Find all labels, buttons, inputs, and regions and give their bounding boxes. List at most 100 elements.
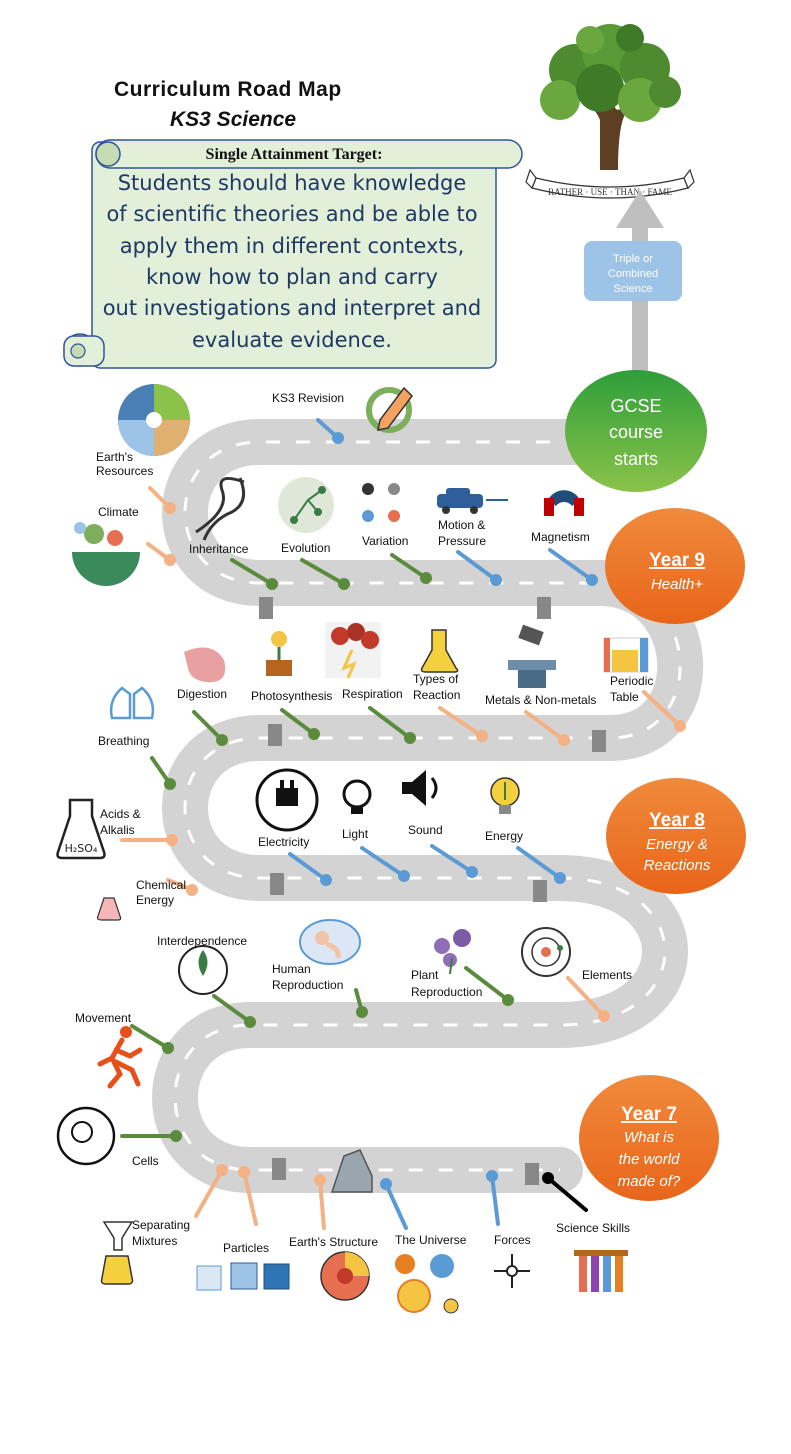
scroll-line-1: Students should have knowledge [118, 171, 467, 195]
label-sound: Sound [408, 823, 443, 837]
school-logo: RATHER · USE · THAN · FAME [525, 24, 695, 199]
page-title: Curriculum Road Map [114, 78, 342, 101]
topic-pins [120, 418, 686, 1230]
year-7-sub-1: What is [624, 1129, 675, 1146]
year-9-bubble: Year 9 Health+ [605, 508, 745, 624]
forces-icon [494, 1254, 530, 1288]
evolution-icon [278, 477, 334, 533]
plant-icon [266, 631, 292, 676]
gcse-line-2: course [609, 422, 663, 442]
label-electricity: Electricity [258, 835, 309, 849]
label-ks3-revision: KS3 Revision [272, 391, 344, 405]
lungs-icon [109, 686, 155, 720]
scroll-line-6: evaluate evidence. [192, 328, 392, 352]
year-7-sub-3: made of? [618, 1173, 681, 1190]
respiration-icon [325, 622, 381, 679]
gcse-line-3: starts [614, 449, 658, 469]
year-7-sub-2: the world [619, 1151, 681, 1168]
svg-text:H₂SO₄: H₂SO₄ [65, 842, 98, 855]
scroll-line-2: of scientific theories and be able to [106, 202, 477, 226]
label-separating-1: Separating [132, 1218, 190, 1232]
page-subtitle: KS3 Science [170, 108, 297, 131]
road [152, 419, 704, 1193]
year-8-sub-1: Energy & [646, 836, 708, 853]
chemical-energy-icon [96, 897, 122, 921]
label-separating-2: Mixtures [132, 1234, 177, 1248]
label-cells: Cells [132, 1154, 159, 1168]
universe-icon [395, 1254, 459, 1314]
label-evolution: Evolution [281, 541, 330, 555]
scroll-heading: Single Attainment Target: [206, 146, 383, 163]
label-digestion: Digestion [177, 687, 227, 701]
arrow-label-2: Combined [608, 268, 658, 280]
label-elements: Elements [582, 968, 632, 982]
climate-icon [72, 522, 140, 586]
year-8-bubble: Year 8 Energy & Reactions [606, 778, 746, 894]
label-acids-1: Acids & [100, 807, 141, 821]
label-energy: Energy [485, 829, 523, 843]
interdependence-icon [178, 945, 228, 995]
car-icon [437, 488, 508, 514]
label-plant-2: Reproduction [411, 985, 482, 999]
label-types-1: Types of [413, 672, 459, 686]
bike-lane-icons [259, 597, 606, 1185]
arrow-label-3: Science [613, 283, 652, 295]
label-photosynthesis: Photosynthesis [251, 689, 332, 703]
label-variation: Variation [362, 534, 408, 548]
particles-icon [196, 1262, 290, 1291]
label-periodic-2: Table [610, 690, 639, 704]
label-types-2: Reaction [413, 688, 460, 702]
flower-icon [434, 929, 471, 975]
energy-bulb-icon [490, 777, 520, 814]
label-light: Light [342, 827, 369, 841]
year-9-sub: Health+ [651, 576, 703, 593]
label-plant-1: Plant [411, 968, 439, 982]
stomach-icon [184, 647, 226, 683]
acid-flask-icon: H₂SO₄ [56, 798, 106, 860]
scroll-line-4: know how to plan and carry [146, 265, 438, 289]
year-9-title: Year 9 [649, 550, 705, 571]
funnel-icon [100, 1221, 134, 1285]
label-inheritance: Inheritance [189, 542, 249, 556]
label-earths-resources-2: Resources [96, 464, 153, 478]
label-particles: Particles [223, 1241, 269, 1255]
earth-structure-icon [320, 1251, 370, 1301]
earths-resources-icon [118, 384, 190, 456]
speaker-icon [402, 770, 438, 806]
runner-icon [97, 1026, 143, 1089]
scroll-line-3: apply them in different contexts, [120, 234, 465, 258]
arrow-label-1: Triple or [613, 253, 653, 265]
label-metals: Metals & Non-metals [485, 693, 596, 707]
magnet-icon [544, 490, 584, 516]
anvil-icon [508, 624, 556, 688]
label-chemical-1: Chemical [136, 878, 186, 892]
atom-icon [521, 927, 571, 977]
year-8-title: Year 8 [649, 810, 705, 831]
label-movement: Movement [75, 1011, 132, 1025]
label-forces: Forces [494, 1233, 531, 1247]
rock-icon [330, 1149, 373, 1193]
label-periodic-1: Periodic [610, 674, 653, 688]
scroll-line-5: out investigations and interpret and [103, 296, 482, 320]
label-magnetism: Magnetism [531, 530, 590, 544]
attainment-scroll: Single Attainment Target: Students shoul… [63, 139, 523, 369]
test-tubes-icon [574, 1250, 628, 1292]
label-earths-structure: Earth's Structure [289, 1235, 378, 1249]
label-interdependence: Interdependence [157, 934, 247, 948]
periodic-table-icon [603, 637, 649, 673]
year-7-bubble: Year 7 What is the world made of? [579, 1075, 719, 1201]
topic-labels: KS3 Revision Earth's Resources Climate I… [75, 391, 653, 1255]
variation-icon [362, 483, 400, 522]
gcse-line-1: GCSE [610, 396, 661, 416]
label-climate: Climate [98, 505, 139, 519]
revision-icon [366, 386, 413, 433]
cell-icon [56, 1106, 116, 1166]
label-respiration: Respiration [342, 687, 403, 701]
year-7-title: Year 7 [621, 1104, 677, 1125]
embryo-icon [299, 919, 361, 965]
year-8-sub-2: Reactions [644, 857, 711, 874]
label-chemical-2: Energy [136, 893, 174, 907]
plug-icon [255, 768, 319, 832]
flask-icon [420, 629, 459, 673]
